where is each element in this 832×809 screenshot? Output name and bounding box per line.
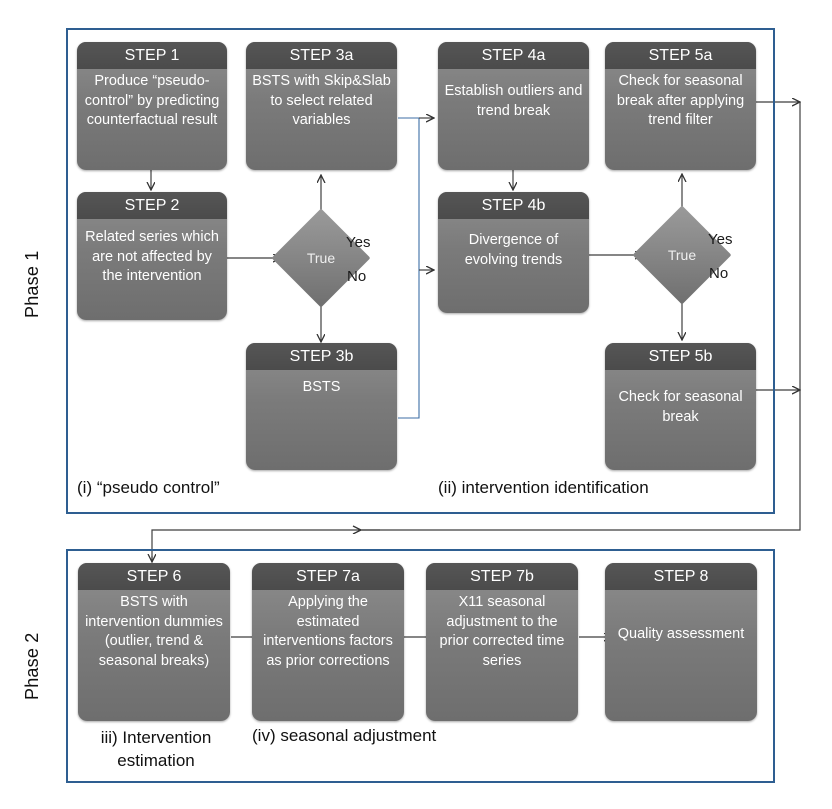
node-step4b[interactable]: STEP 4b Divergence of evolving trends [438,192,589,313]
caption-pseudo-control: (i) “pseudo control” [77,478,220,497]
node-step6[interactable]: STEP 6 BSTS with intervention dummies (o… [78,563,230,721]
node-step5b-title: STEP 5b [605,343,756,370]
node-step8-title: STEP 8 [605,563,757,590]
node-step3b-title: STEP 3b [246,343,397,370]
node-step6-body: BSTS with intervention dummies (outlier,… [85,594,223,669]
node-step6-title: STEP 6 [78,563,230,590]
decision-node-1[interactable]: True [271,208,371,308]
node-step1-title: STEP 1 [77,42,227,69]
node-step5b-body: Check for seasonal break [618,389,743,425]
node-step7b-title: STEP 7b [426,563,578,590]
phase1-label: Phase 1 [22,250,42,318]
decision-2-no-label: No [709,265,729,282]
decision-1-yes-label: Yes [346,234,371,251]
node-step4b-body: Divergence of evolving trends [464,232,563,268]
node-step4b-title: STEP 4b [438,192,589,219]
caption-intervention-identification: (ii) intervention identification [438,478,649,497]
node-step5b[interactable]: STEP 5b Check for seasonal break [605,343,756,470]
decision-2-yes-label: Yes [708,231,733,248]
node-step7a-title: STEP 7a [252,563,404,590]
phase2-frame [66,549,775,783]
decision-1-no-label: No [347,268,367,285]
node-step5a[interactable]: STEP 5a Check for seasonal break after a… [605,42,756,170]
decision-1-label: True [306,250,336,266]
node-step2-title: STEP 2 [77,192,227,219]
caption-seasonal-adjustment: (iv) seasonal adjustment [252,726,437,745]
phase2-label: Phase 2 [22,632,42,700]
node-step2-body: Related series which are not affected by… [85,229,219,284]
node-step3a-title: STEP 3a [246,42,397,69]
node-step4a-title: STEP 4a [438,42,589,69]
node-step3a-body: BSTS with Skip&Slab to select related va… [252,73,391,128]
caption-intervention-estimation: iii) Intervention estimation [100,728,212,770]
node-step2[interactable]: STEP 2 Related series which are not affe… [77,192,227,320]
node-step7b-body: X11 seasonal adjustment to the prior cor… [439,594,565,669]
node-step3a[interactable]: STEP 3a BSTS with Skip&Slab to select re… [246,42,397,170]
node-step4a-body: Establish outliers and trend break [444,83,583,119]
node-step1-body: Produce “pseudo-control” by predicting c… [84,73,220,128]
node-step5a-title: STEP 5a [605,42,756,69]
node-step7a-body: Applying the estimated interventions fac… [263,594,393,669]
decision-node-2[interactable]: True [632,205,732,305]
phase1-frame [66,28,775,514]
node-step5a-body: Check for seasonal break after applying … [616,73,745,128]
node-step8[interactable]: STEP 8 Quality assessment [605,563,757,721]
node-step1[interactable]: STEP 1 Produce “pseudo-control” by predi… [77,42,227,170]
node-step3b[interactable]: STEP 3b BSTS [246,343,397,470]
node-step8-body: Quality assessment [617,626,745,642]
node-step3b-body: BSTS [302,379,341,395]
decision-2-label: True [667,247,697,263]
node-step4a[interactable]: STEP 4a Establish outliers and trend bre… [438,42,589,170]
node-step7a[interactable]: STEP 7a Applying the estimated intervent… [252,563,404,721]
node-step7b[interactable]: STEP 7b X11 seasonal adjustment to the p… [426,563,578,721]
